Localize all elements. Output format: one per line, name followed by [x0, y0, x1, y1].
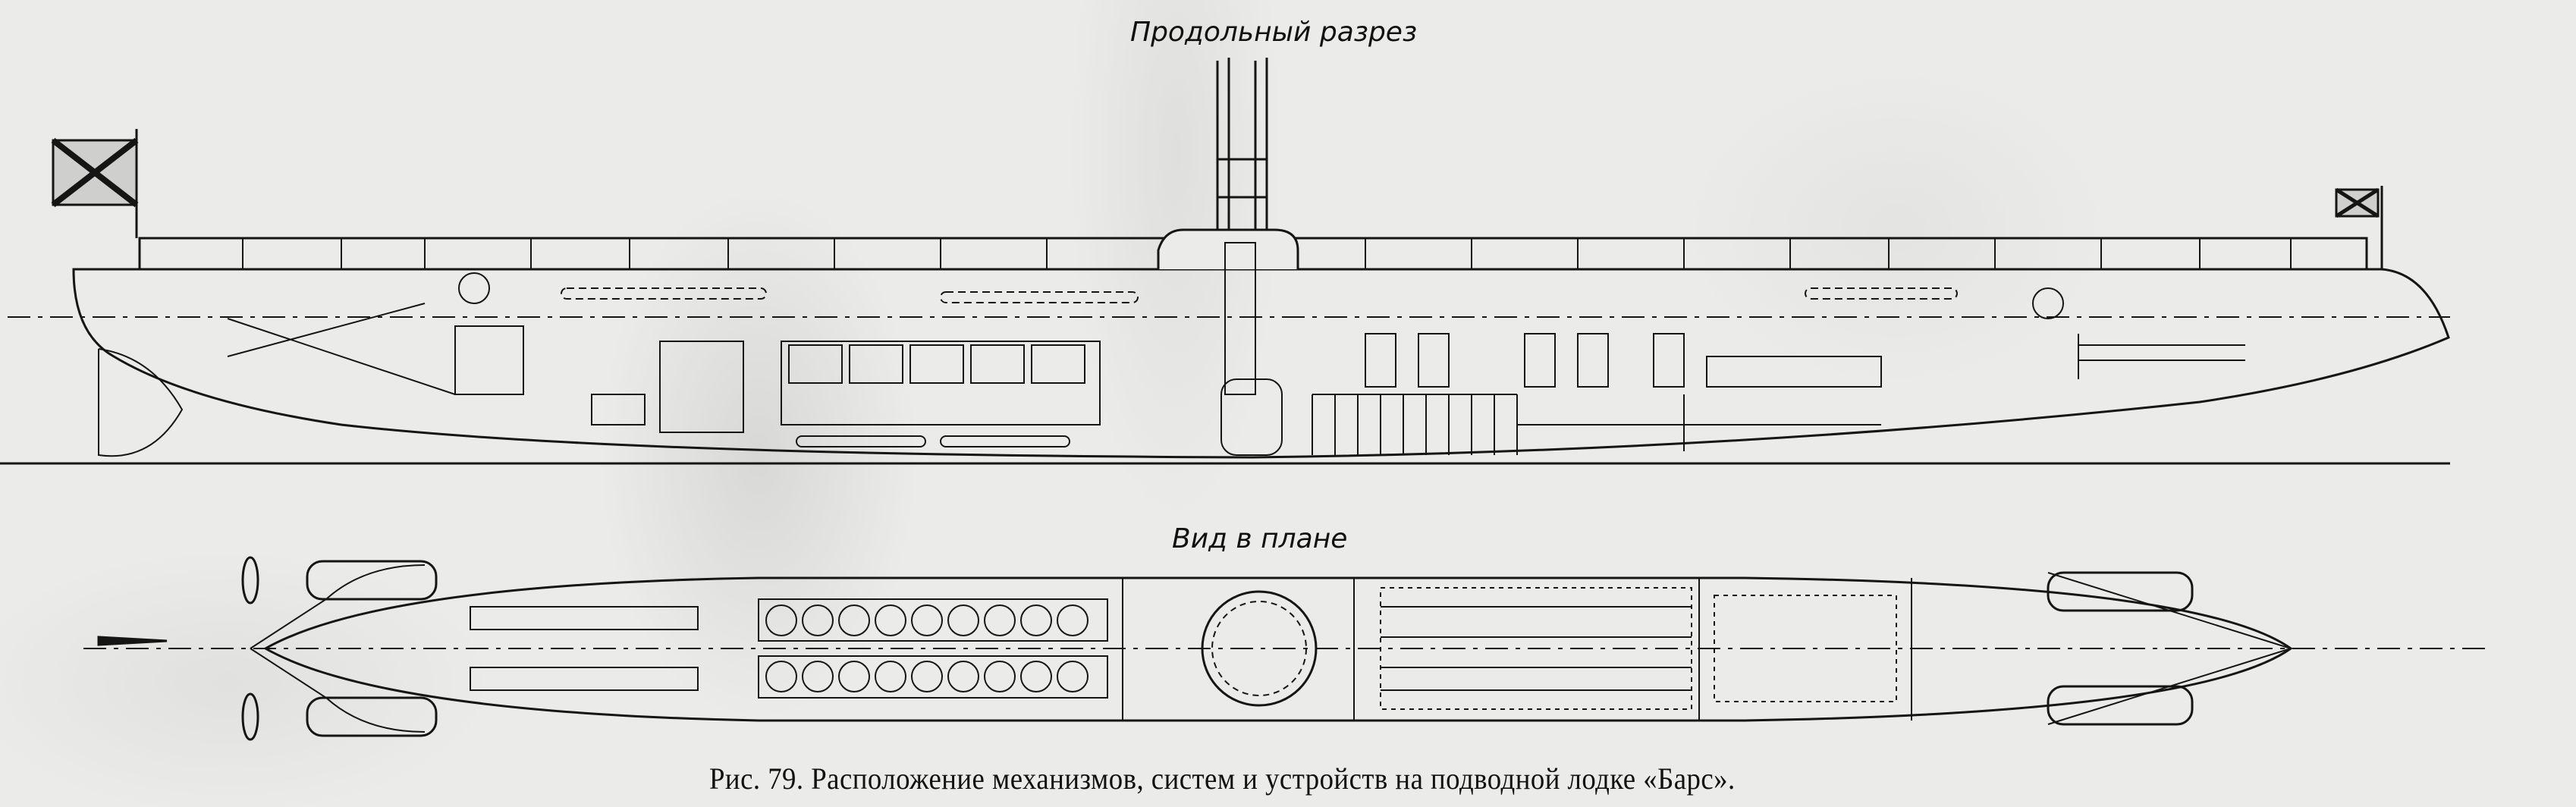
propellers	[97, 556, 259, 741]
bow-plane-top	[2047, 571, 2194, 612]
rudder	[98, 348, 184, 457]
machinery	[454, 272, 2245, 455]
stern-plane-bottom	[306, 696, 438, 737]
conning-trunk	[1224, 242, 1256, 395]
periscopes	[1216, 58, 1268, 230]
bow-guards	[2047, 572, 2294, 725]
superstructure-panels	[242, 238, 2292, 269]
hull-side	[72, 268, 2450, 459]
flag-bow	[2335, 186, 2383, 269]
longitudinal-section-title: Продольный разрез	[1130, 17, 1418, 48]
stern-plane-top	[306, 560, 438, 601]
conning-tower	[1157, 228, 1299, 269]
hatch-circle	[1201, 590, 1318, 707]
plan-view	[83, 556, 2488, 741]
figure-caption: Рис. 79. Расположение механизмов, систем…	[709, 761, 1736, 796]
bow-plane-bottom	[2047, 685, 2194, 726]
shafting	[227, 303, 456, 395]
stern-guards	[250, 564, 426, 733]
side-view	[0, 58, 2450, 465]
central-tank	[1220, 378, 1283, 456]
plan-view-title: Вид в плане	[1172, 523, 1348, 554]
flag-stern	[51, 129, 139, 238]
compartments	[470, 578, 1912, 721]
battery-rows	[758, 598, 1108, 699]
